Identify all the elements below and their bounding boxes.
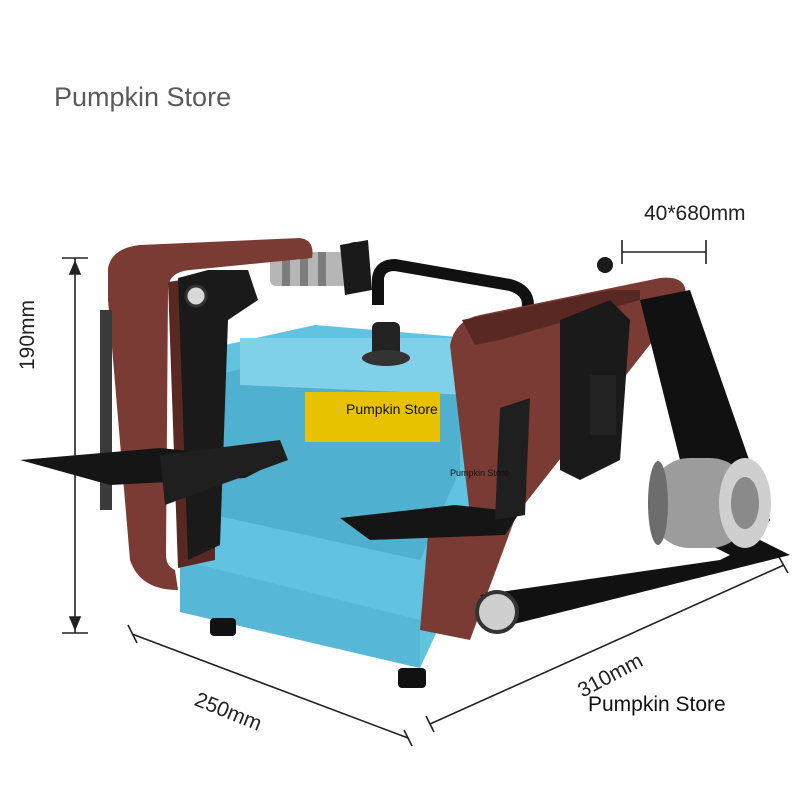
store-title: Pumpkin Store <box>54 82 232 112</box>
height-label: 190mm <box>16 299 39 370</box>
carry-handle <box>372 259 534 325</box>
motor-pulley <box>648 458 771 548</box>
machine-body <box>180 322 470 688</box>
store-watermark-small: Pumpkin Store <box>450 468 510 478</box>
store-watermark-center: Pumpkin Store <box>346 401 438 417</box>
dimension-lines <box>62 240 789 747</box>
bottom-roller <box>475 590 519 634</box>
belt-size-label: 40*680mm <box>644 202 746 225</box>
store-watermark-bottom: Pumpkin Store <box>588 693 726 716</box>
right-work-table <box>340 505 520 540</box>
top-shaft <box>270 252 365 286</box>
